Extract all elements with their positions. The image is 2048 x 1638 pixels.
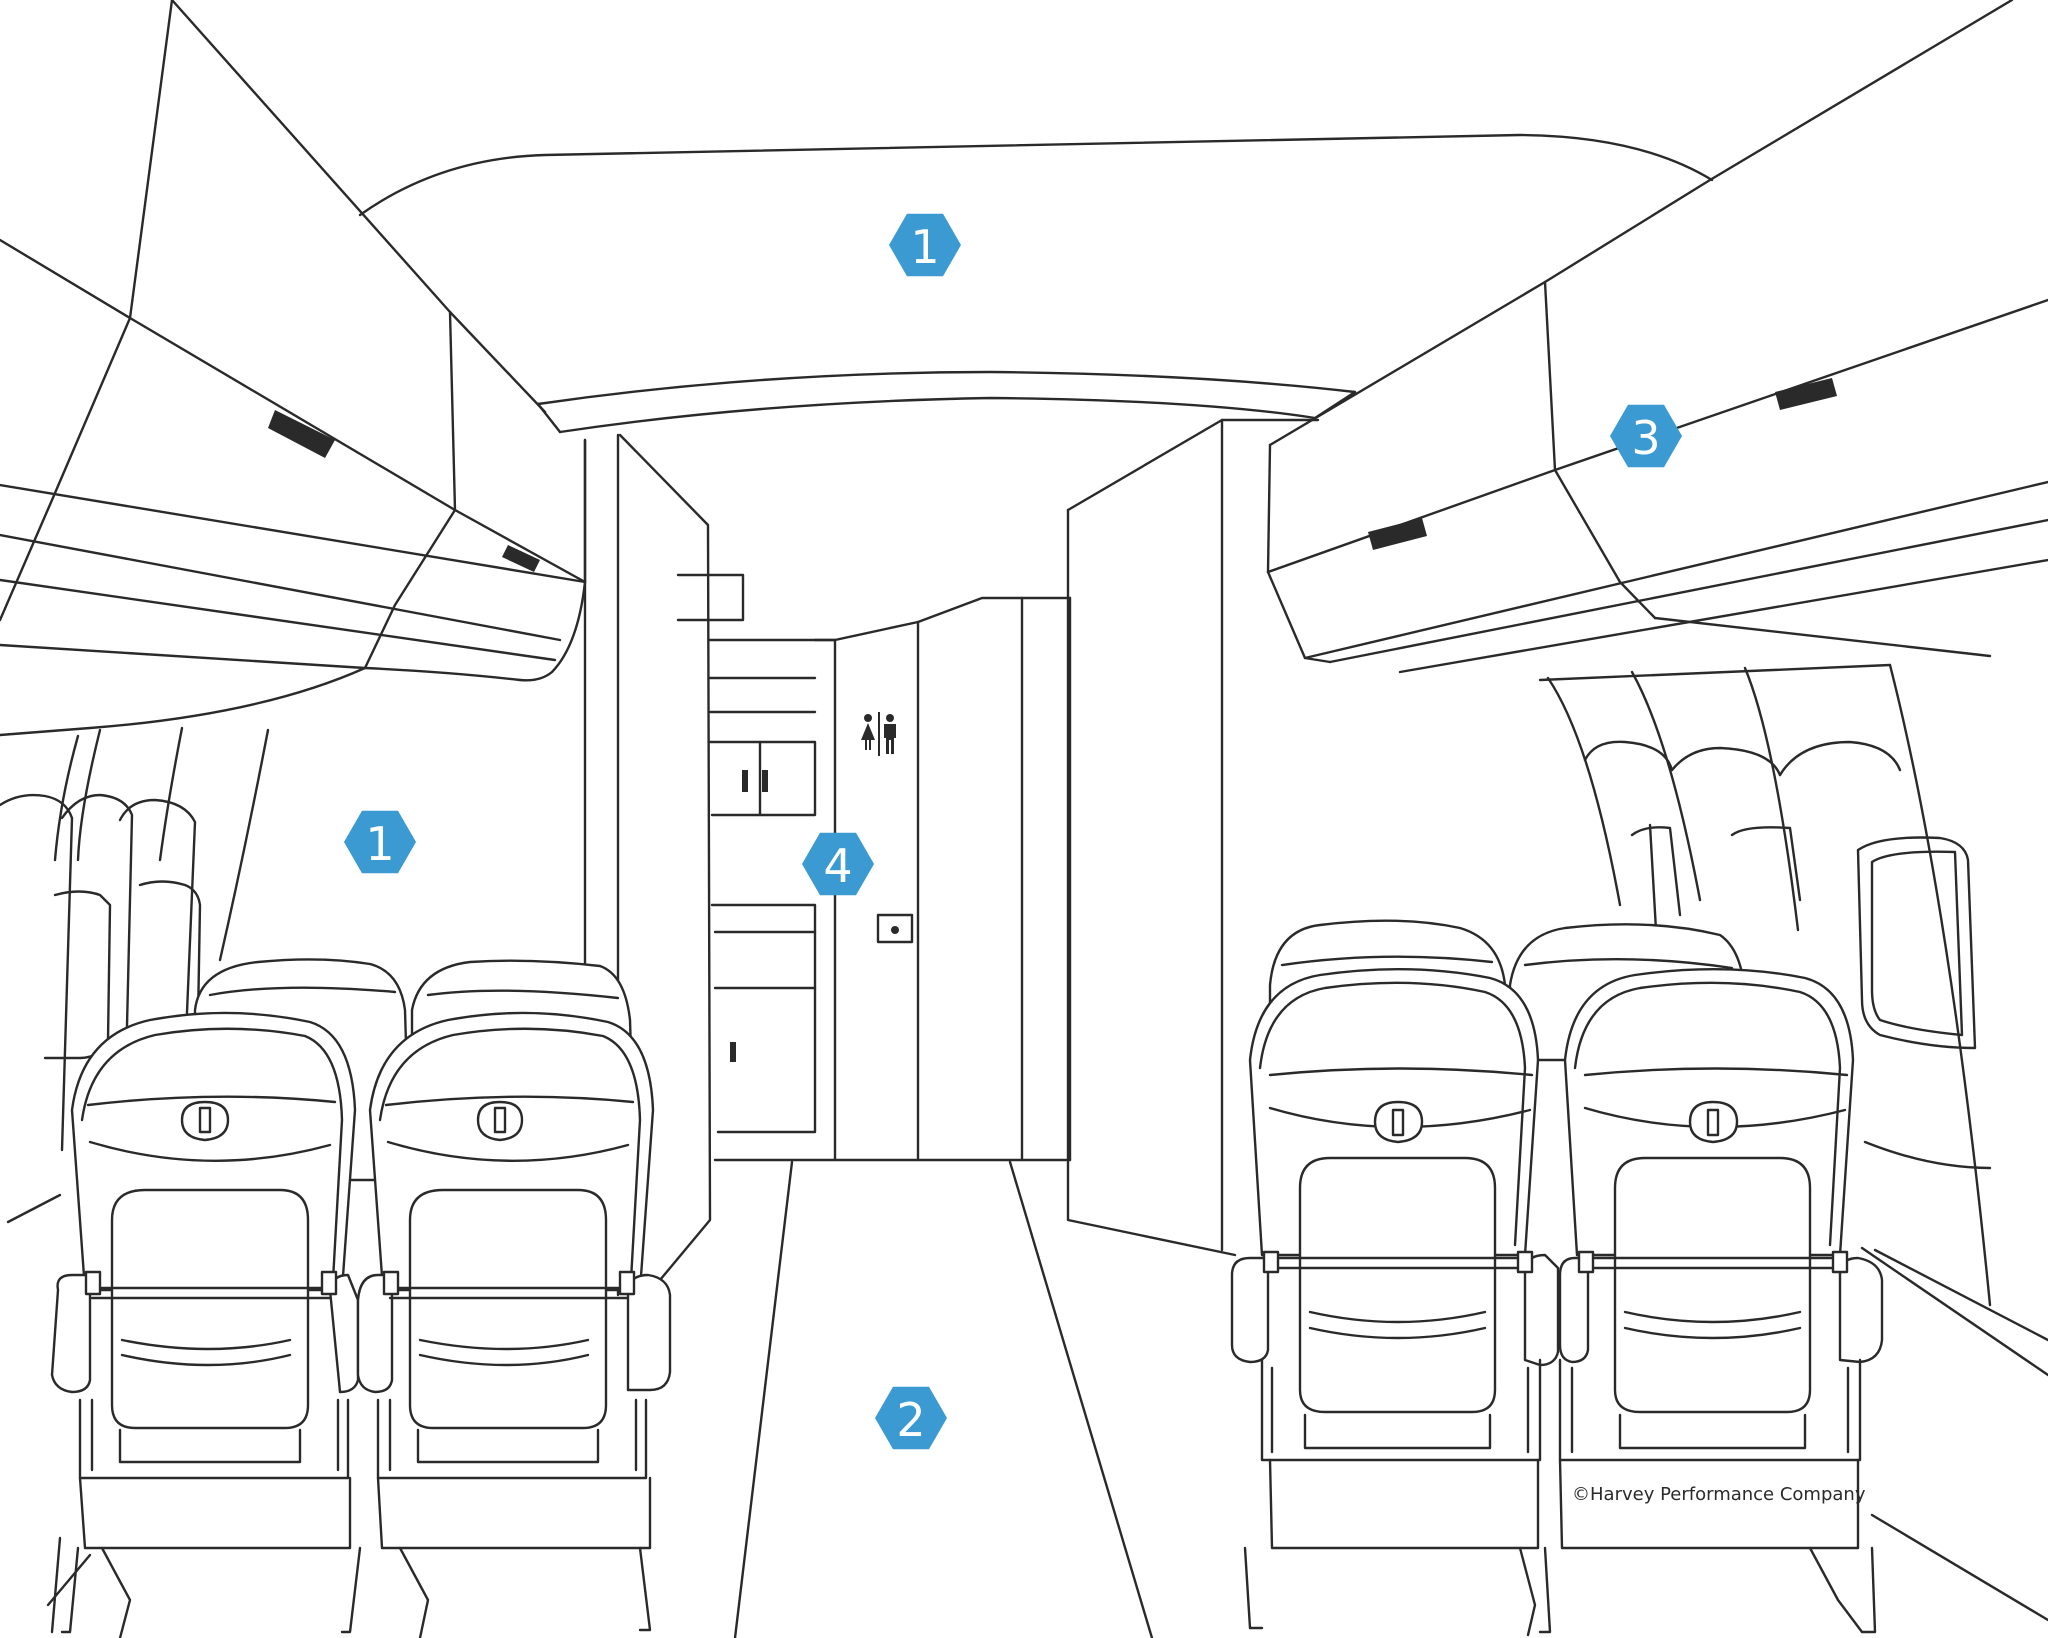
marker-label: 1 [910, 220, 939, 274]
marker-label: 4 [823, 839, 852, 893]
right-seat-b [1538, 967, 1884, 1634]
marker-hexagon [802, 832, 874, 896]
marker-4: 2 [875, 1386, 947, 1450]
ceiling [358, 133, 1714, 434]
left-seat-b [340, 1011, 672, 1638]
galley-wall [583, 418, 1320, 1297]
marker-label: 2 [896, 1393, 925, 1447]
marker-hexagon [344, 810, 416, 874]
restroom-icon [861, 712, 896, 756]
marker-0: 1 [889, 213, 961, 277]
marker-label: 1 [365, 817, 394, 871]
left-seat-a [46, 1011, 360, 1638]
marker-2: 3 [1610, 404, 1682, 468]
right-seat-a [1230, 967, 1560, 1637]
right-overhead-bins [1266, 0, 2048, 682]
left-windows [0, 726, 270, 1224]
marker-label: 3 [1631, 411, 1660, 465]
aisle-floor [733, 1160, 1154, 1638]
marker-1: 1 [344, 810, 416, 874]
left-overhead-bins [0, 0, 587, 737]
marker-hexagon [889, 213, 961, 277]
marker-3: 4 [802, 832, 874, 896]
copyright-notice: ©Harvey Performance Company [1572, 1484, 1866, 1505]
marker-hexagon [1610, 404, 1682, 468]
hexagon-markers: 1 1 3 4 2 [344, 213, 1682, 1450]
marker-hexagon [875, 1386, 947, 1450]
